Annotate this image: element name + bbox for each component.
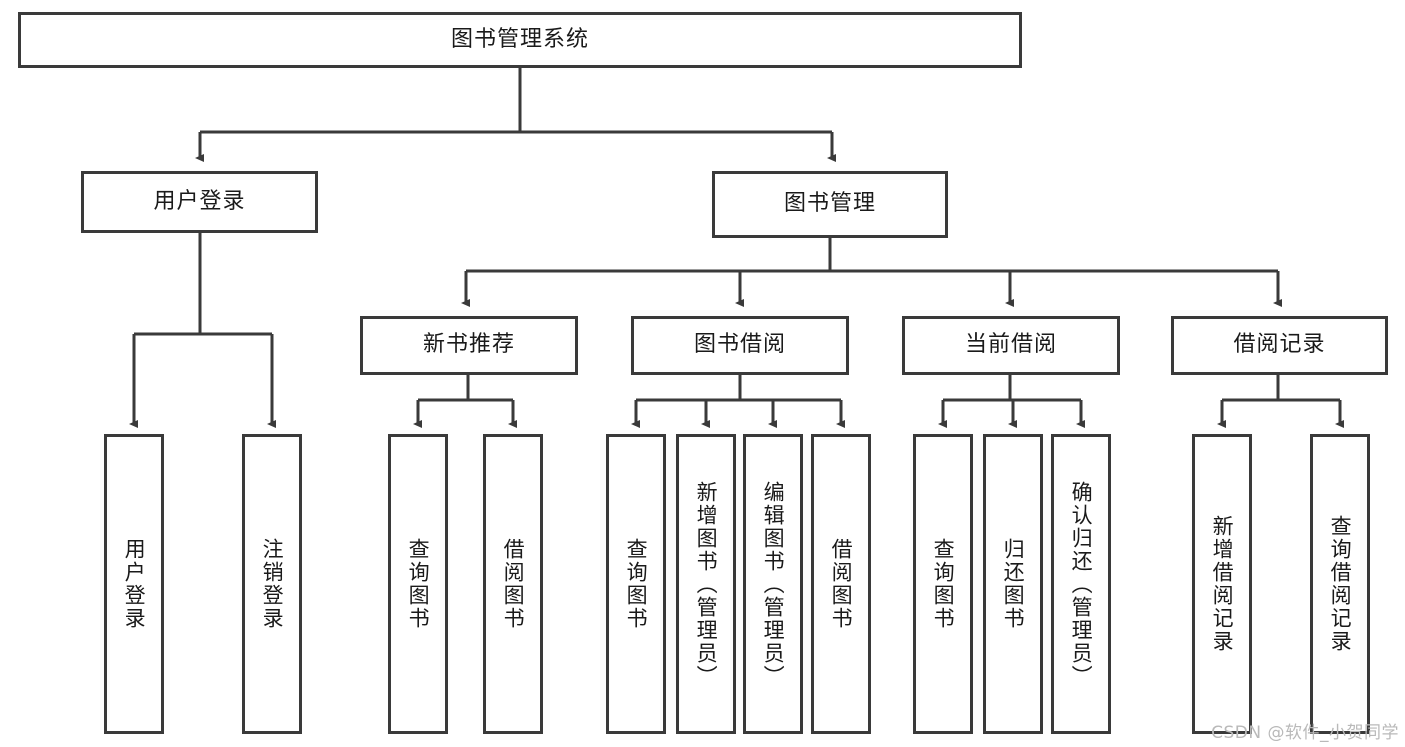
node-book-borrow[interactable]: 图书借阅 bbox=[631, 316, 849, 375]
leaf-label: 借阅图书 bbox=[501, 538, 526, 630]
leaf-label: 查询图书 bbox=[406, 538, 431, 630]
leaf-current-return-book[interactable]: 归还图书 bbox=[983, 434, 1043, 734]
watermark-text: CSDN @软件_小贺同学 bbox=[1211, 723, 1399, 743]
node-book-management[interactable]: 图书管理 bbox=[712, 171, 948, 238]
leaf-newbook-query-book[interactable]: 查询图书 bbox=[388, 434, 448, 734]
leaf-label: 查询借阅记录 bbox=[1328, 515, 1353, 653]
leaf-label: 编辑图书（管理员） bbox=[761, 480, 786, 688]
leaf-label: 新增图书（管理员） bbox=[694, 480, 719, 688]
leaf-label: 归还图书 bbox=[1001, 538, 1026, 630]
node-root-system[interactable]: 图书管理系统 bbox=[18, 12, 1022, 68]
leaf-label: 借阅图书 bbox=[829, 538, 854, 630]
leaf-label: 查询图书 bbox=[624, 538, 649, 630]
leaf-record-query-record[interactable]: 查询借阅记录 bbox=[1310, 434, 1370, 734]
leaf-label: 确认归还（管理员） bbox=[1069, 480, 1094, 688]
leaf-borrow-query-book[interactable]: 查询图书 bbox=[606, 434, 666, 734]
node-borrow-record[interactable]: 借阅记录 bbox=[1171, 316, 1388, 375]
leaf-borrow-borrow-book[interactable]: 借阅图书 bbox=[811, 434, 871, 734]
node-current-borrow[interactable]: 当前借阅 bbox=[902, 316, 1120, 375]
leaf-borrow-add-book-admin[interactable]: 新增图书（管理员） bbox=[676, 434, 736, 734]
leaf-logout-login[interactable]: 注销登录 bbox=[242, 434, 302, 734]
leaf-current-query-book[interactable]: 查询图书 bbox=[913, 434, 973, 734]
leaf-user-login[interactable]: 用户登录 bbox=[104, 434, 164, 734]
leaf-newbook-borrow-book[interactable]: 借阅图书 bbox=[483, 434, 543, 734]
leaf-label: 查询图书 bbox=[931, 538, 956, 630]
leaf-label: 注销登录 bbox=[260, 538, 285, 630]
leaf-label: 新增借阅记录 bbox=[1210, 515, 1235, 653]
leaf-borrow-edit-book-admin[interactable]: 编辑图书（管理员） bbox=[743, 434, 803, 734]
leaf-label: 用户登录 bbox=[122, 538, 147, 630]
node-new-book-recommend[interactable]: 新书推荐 bbox=[360, 316, 578, 375]
node-user-login[interactable]: 用户登录 bbox=[81, 171, 318, 233]
leaf-current-confirm-return-admin[interactable]: 确认归还（管理员） bbox=[1051, 434, 1111, 734]
leaf-record-add-record[interactable]: 新增借阅记录 bbox=[1192, 434, 1252, 734]
